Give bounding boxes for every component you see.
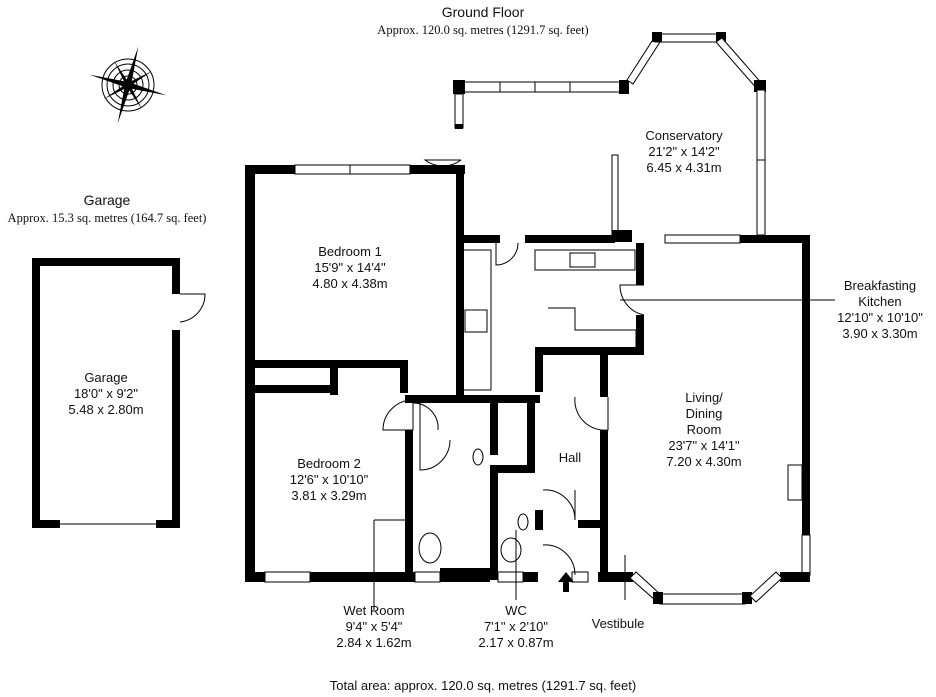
house-walls bbox=[245, 164, 835, 610]
room-label-vestibule: Vestibule bbox=[591, 616, 645, 631]
garage-block-title: Garage bbox=[83, 192, 131, 208]
entrance-arrow-icon bbox=[558, 572, 574, 592]
room-label-hall: Hall bbox=[558, 450, 582, 465]
total-area: Total area: approx. 120.0 sq. metres (12… bbox=[329, 678, 637, 693]
garage-block-area: Approx. 15.3 sq. metres (164.7 sq. feet) bbox=[7, 211, 207, 225]
compass-rose-icon bbox=[89, 46, 167, 124]
ground-floor-title: Ground Floor bbox=[441, 4, 525, 20]
garage-walls bbox=[32, 258, 206, 528]
ground-floor-area: Approx. 120.0 sq. metres (1291.7 sq. fee… bbox=[377, 23, 589, 37]
conservatory-walls bbox=[423, 32, 766, 236]
